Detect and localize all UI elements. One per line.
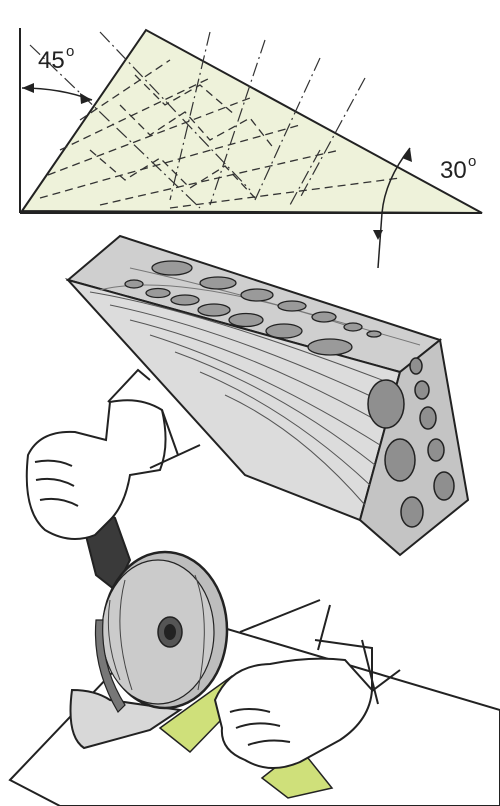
angle-45-indicator (21, 83, 93, 104)
angle-30-indicator (373, 147, 412, 269)
angle-grinder-icon (69, 511, 229, 750)
block-end-face (358, 338, 470, 557)
hand-icon (25, 368, 201, 540)
angle-diagram: 45 o 30 o (19, 28, 483, 269)
angle-30-label: 30 (440, 157, 467, 184)
wooden-block (64, 234, 470, 557)
grinding-scene (8, 368, 500, 806)
end-holes (367, 357, 455, 528)
hidden-lines (39, 59, 401, 209)
top-holes (124, 260, 382, 356)
angle-45-degree-mark: o (66, 43, 74, 60)
center-lines (29, 31, 366, 209)
hand-icon (213, 604, 379, 769)
angle-45-label: 45 (38, 47, 65, 74)
angle-30-degree-mark: o (468, 153, 476, 170)
